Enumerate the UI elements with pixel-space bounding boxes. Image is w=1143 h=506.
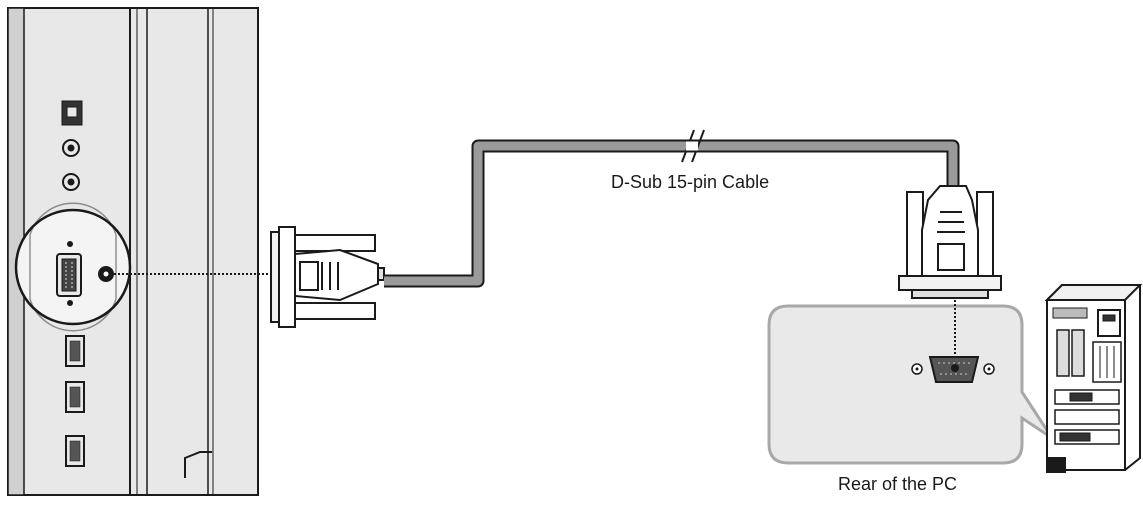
display-ports [61,100,85,467]
port-leader-line [98,266,272,282]
pc-tower [1044,284,1143,473]
dsub-plug-left [270,226,385,328]
pc-port-callout [767,300,1054,465]
dsub-cable [384,129,960,288]
cable-label: D-Sub 15-pin Cable [611,172,770,192]
vga-port-zoom-circle [14,202,132,332]
pc-rear-label: Rear of the PC [838,474,958,494]
dsub-plug-right [898,185,1002,299]
